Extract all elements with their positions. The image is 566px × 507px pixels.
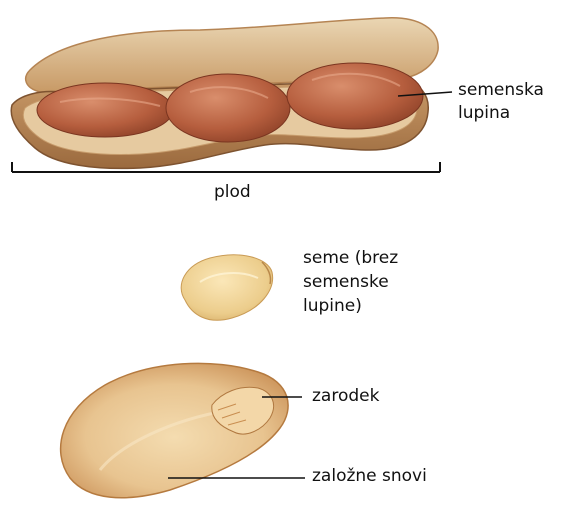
fruit-label: plod bbox=[214, 182, 251, 203]
seed-label-3: lupine) bbox=[303, 296, 362, 317]
peeled-seed bbox=[181, 255, 272, 320]
seed-coat-label-2: lupina bbox=[458, 103, 510, 124]
embryo-label: zarodek bbox=[312, 386, 379, 407]
seed-label-1: seme (brez bbox=[303, 248, 398, 269]
kernel-1 bbox=[37, 83, 173, 137]
seed-coat-label-1: semenska bbox=[458, 80, 544, 101]
peanut-pod bbox=[11, 18, 438, 169]
storage-label: založne snovi bbox=[312, 466, 427, 487]
kernel-2 bbox=[166, 74, 290, 142]
seed-label-2: semenske bbox=[303, 272, 389, 293]
